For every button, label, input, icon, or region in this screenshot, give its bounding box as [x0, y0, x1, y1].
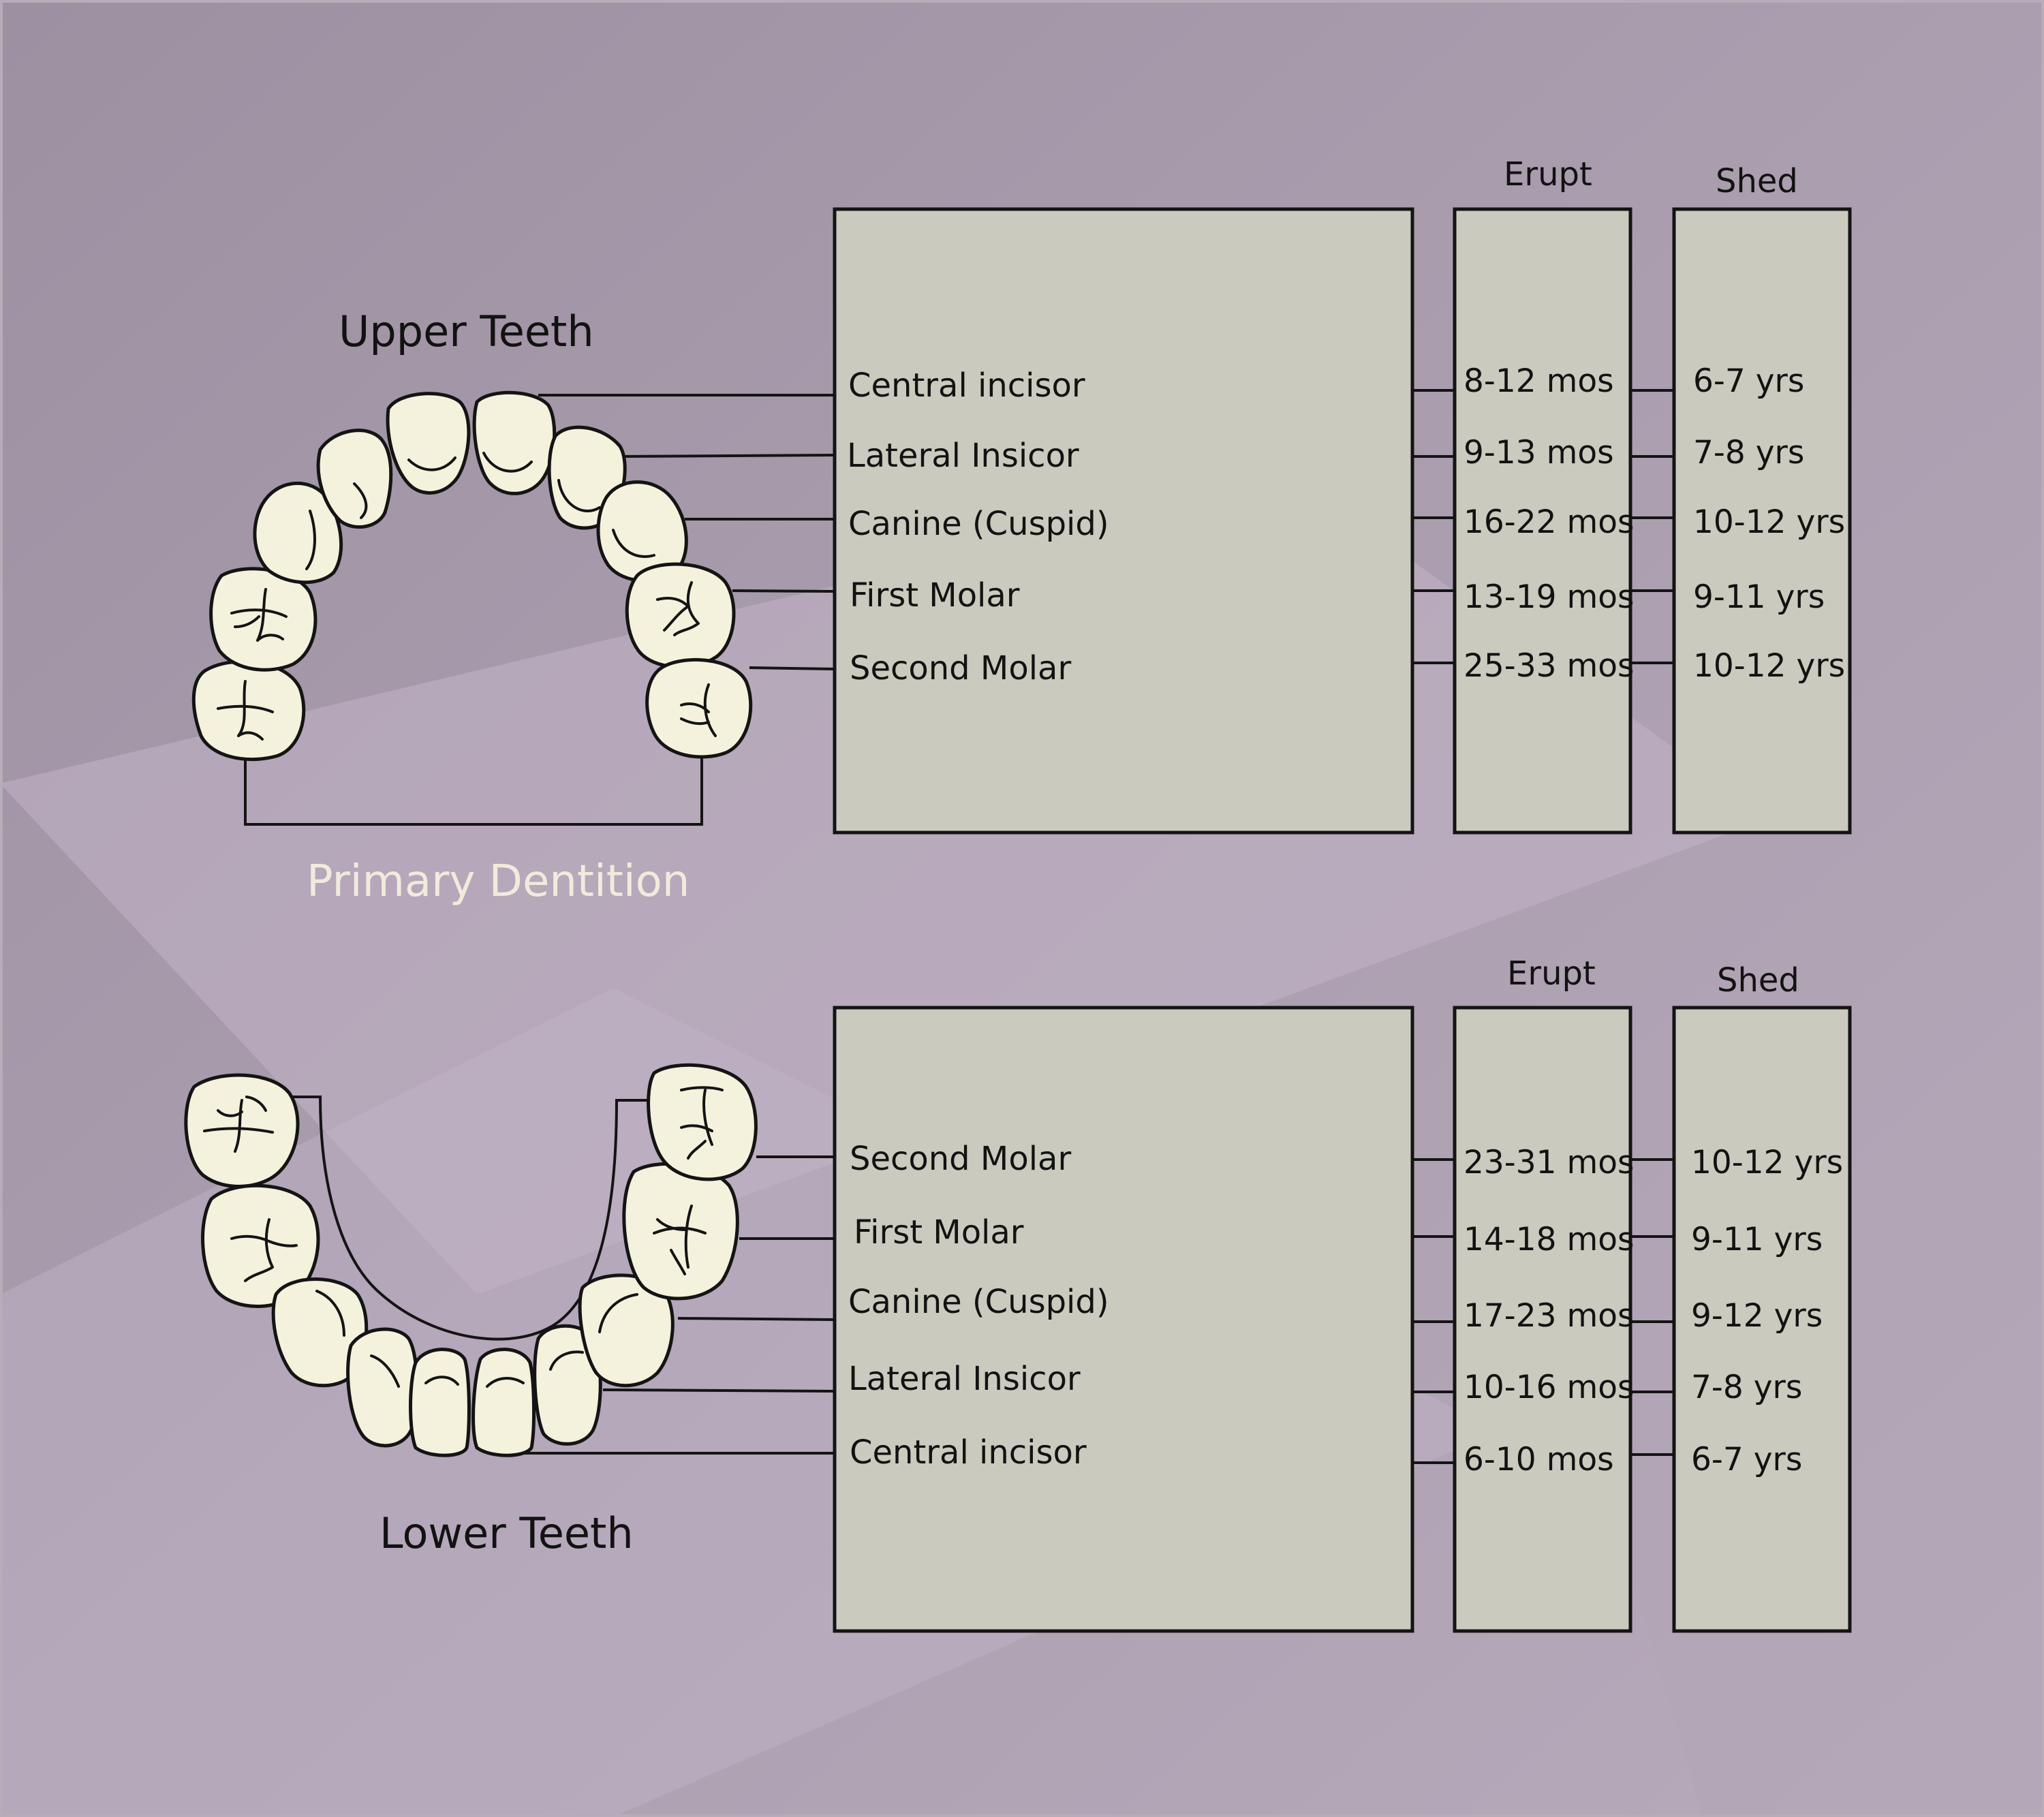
lower-left-second-molar	[184, 1073, 300, 1188]
upper-left-central-incisor	[386, 392, 471, 495]
lower-shed-value: 7-8 yrs	[1691, 1369, 1802, 1406]
upper-left-canine	[253, 482, 343, 585]
lower-tooth-box	[833, 1006, 1414, 1633]
lower-shed-header: Shed	[1717, 961, 1799, 999]
upper-shed-value: 10-12 yrs	[1693, 647, 1845, 685]
lower-shed-value: 9-12 yrs	[1691, 1297, 1823, 1335]
upper-arch	[191, 390, 835, 826]
lower-tooth-name: Lateral Insicor	[848, 1360, 1081, 1398]
upper-right-first-molar	[625, 562, 736, 669]
lower-tooth-name: Central incisor	[850, 1433, 1087, 1472]
upper-teeth-title: Upper Teeth	[339, 307, 594, 356]
lower-erupt-value: 10-16 mos	[1464, 1369, 1635, 1406]
upper-connector-second-molar	[749, 666, 835, 670]
upper-erupt-box	[1453, 207, 1632, 835]
lower-erupt-value: 17-23 mos	[1464, 1297, 1635, 1335]
lower-tooth-name: Second Molar	[850, 1140, 1071, 1178]
upper-shed-value: 10-12 yrs	[1693, 503, 1845, 541]
lower-right-central-incisor	[471, 1348, 536, 1457]
upper-table: Erupt Shed Central incisor 8-12 mos 6-7 …	[833, 155, 1852, 835]
lower-tooth-name: Canine (Cuspid)	[848, 1283, 1109, 1321]
lower-erupt-value: 23-31 mos	[1464, 1144, 1635, 1181]
upper-shed-box	[1672, 207, 1852, 835]
upper-shed-header: Shed	[1716, 162, 1798, 200]
upper-erupt-value: 16-22 mos	[1464, 503, 1635, 541]
lower-left-central-incisor	[409, 1348, 471, 1457]
lower-arch	[184, 1063, 835, 1457]
upper-shed-value: 9-11 yrs	[1693, 578, 1825, 616]
upper-erupt-value: 8-12 mos	[1464, 362, 1614, 400]
upper-erupt-value: 13-19 mos	[1464, 578, 1635, 616]
lower-tooth-name: First Molar	[854, 1213, 1024, 1252]
upper-left-second-molar	[191, 659, 306, 762]
lower-right-first-molar	[622, 1162, 739, 1301]
lower-erupt-value: 6-10 mos	[1464, 1441, 1614, 1478]
primary-dentition-title: Primary Dentition	[307, 856, 690, 907]
upper-connector-lateral	[619, 454, 835, 458]
upper-left-first-molar	[209, 567, 318, 672]
upper-erupt-value: 25-33 mos	[1464, 647, 1635, 685]
lower-shed-value: 10-12 yrs	[1691, 1144, 1843, 1181]
upper-tooth-name: Canine (Cuspid)	[848, 505, 1109, 543]
lower-shed-value: 6-7 yrs	[1691, 1441, 1802, 1478]
upper-erupt-header: Erupt	[1504, 155, 1592, 193]
lower-erupt-box	[1453, 1006, 1632, 1633]
lower-arch-inner-curve	[293, 1096, 651, 1341]
lower-teeth-title: Lower Teeth	[380, 1508, 634, 1558]
upper-tooth-name: Lateral Insicor	[847, 437, 1079, 475]
lower-left-lateral-incisor	[346, 1327, 419, 1448]
lower-connector-lateral	[602, 1388, 835, 1393]
upper-left-lateral-incisor	[316, 429, 393, 529]
upper-shed-value: 7-8 yrs	[1693, 434, 1804, 471]
light-streak-2	[0, 988, 1499, 1817]
lower-shed-box	[1672, 1006, 1852, 1633]
upper-tooth-name: Central incisor	[848, 367, 1085, 405]
upper-right-central-incisor	[472, 390, 557, 495]
upper-right-second-molar	[645, 658, 753, 759]
lower-right-second-molar	[647, 1063, 758, 1181]
lower-table: Erupt Shed Second Molar 23-31 mos 10-12 …	[833, 954, 1852, 1633]
lower-connector-canine	[677, 1317, 835, 1321]
upper-shed-value: 6-7 yrs	[1693, 362, 1804, 400]
upper-tooth-name: First Molar	[850, 576, 1020, 615]
lower-erupt-value: 14-18 mos	[1464, 1221, 1635, 1258]
upper-erupt-value: 9-13 mos	[1464, 434, 1614, 471]
lower-shed-value: 9-11 yrs	[1691, 1221, 1823, 1258]
upper-tooth-box	[833, 207, 1414, 835]
upper-tooth-name: Second Molar	[850, 649, 1071, 687]
lower-erupt-header: Erupt	[1507, 954, 1596, 993]
upper-palate-line	[244, 756, 703, 826]
